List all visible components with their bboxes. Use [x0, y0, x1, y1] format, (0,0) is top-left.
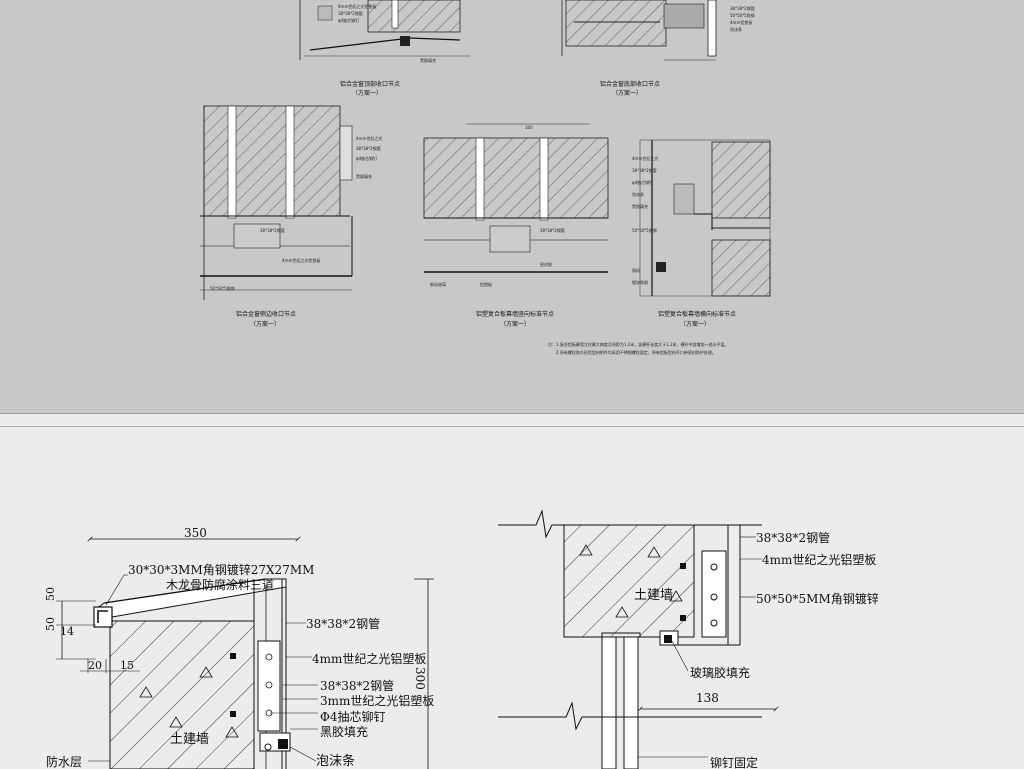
detail-window-side: 4mm世纪之光 38*38*2钢管 φ4抽芯铆钉 黑胶填充 38*38*2钢管 … — [200, 105, 382, 328]
svg-text:4mm世纪之光铝塑板: 4mm世纪之光铝塑板 — [338, 3, 376, 9]
detail-window-bottom: 38*38*2钢管 50*50*5角钢 4mm铝塑板 泡沫条 铝合金窗底部收口节… — [561, 0, 755, 97]
label-panel-4mm: 4mm世纪之光铝塑板 — [312, 651, 426, 666]
svg-text:φ4抽芯铆钉: φ4抽芯铆钉 — [356, 155, 377, 161]
svg-text:角码: 角码 — [632, 267, 640, 273]
dim-20: 20 — [88, 659, 102, 672]
svg-text:φ4抽芯铆钉: φ4抽芯铆钉 — [632, 179, 653, 185]
bottom-sheet-drawing: 350 300 土建墙 — [44, 509, 879, 769]
detail-sheet-top: 4mm世纪之光铝塑板 38*38*2钢管 φ4抽芯铆钉 黑胶填充 铝合金窗顶部收… — [0, 0, 1024, 414]
svg-text:钢化玻璃: 钢化玻璃 — [430, 281, 446, 287]
label-rivet: Φ4抽芯铆钉 — [320, 709, 385, 724]
label-wall-right: 土建墙 — [634, 588, 673, 603]
dim-138: 138 — [696, 691, 719, 705]
label-steel-pipe-2: 38*38*2钢管 — [320, 678, 394, 693]
svg-text:黑胶填充: 黑胶填充 — [356, 173, 372, 179]
notes: 注：1.复合铝板幕墙立柱最大跨度及间距为1.2米，竖横杆长度大于1.2米，横杆中… — [548, 341, 729, 355]
caption-panel-horizontal: 铝塑复合板幕墙横向标准节点 — [658, 310, 736, 318]
note-1: 注：1.复合铝板幕墙立柱最大跨度及间距为1.2米，竖横杆长度大于1.2米，横杆中… — [548, 341, 729, 347]
dim-50-bottom: 50 — [44, 617, 57, 631]
dim-100: 100 — [525, 125, 533, 130]
label-foam-strip: 泡沫条 — [316, 753, 355, 769]
label-glass-glue: 玻璃胶填充 — [690, 665, 750, 680]
svg-text:38*38*2钢管: 38*38*2钢管 — [730, 5, 755, 11]
svg-text:4mm世纪之光铝塑板: 4mm世纪之光铝塑板 — [282, 257, 320, 263]
label-panel-4mm-right: 4mm世纪之光铝塑板 — [762, 552, 876, 567]
label-wall-left: 土建墙 — [170, 732, 209, 747]
svg-text:38*38*2钢管: 38*38*2钢管 — [338, 10, 363, 16]
label-angle-steel: 30*30*3MM角钢镀锌27X27MM — [128, 563, 314, 577]
svg-text:泡沫条: 泡沫条 — [632, 191, 644, 197]
detail-panel-vertical: 100 钢化玻璃 铝塑板 密封胶 38*38*2钢管 铝塑复合板幕墙竖向标准节点… — [423, 123, 609, 328]
label-waterproof: 防水层 — [46, 754, 82, 769]
caption-window-bottom: 铝合金窗底部收口节点 — [600, 80, 660, 88]
svg-text:38*38*2钢管: 38*38*2钢管 — [632, 167, 657, 173]
svg-text:50*50*5角钢: 50*50*5角钢 — [632, 227, 657, 233]
detail-sheet-bottom: 350 300 土建墙 — [0, 426, 1024, 769]
caption-scheme-5: （方案一） — [680, 320, 710, 328]
svg-text:泡沫条: 泡沫条 — [730, 26, 742, 32]
detail-panel-horizontal: 4mm世纪之光 38*38*2钢管 φ4抽芯铆钉 泡沫条 黑胶填充 50*50*… — [632, 139, 771, 328]
caption-window-top: 铝合金窗顶部收口节点 — [340, 80, 400, 88]
caption-scheme-1: （方案一） — [352, 89, 382, 97]
svg-text:黑胶填充: 黑胶填充 — [420, 57, 436, 63]
dim-300: 300 — [413, 667, 427, 690]
detail-window-top: 4mm世纪之光铝塑板 38*38*2钢管 φ4抽芯铆钉 黑胶填充 铝合金窗顶部收… — [299, 0, 470, 97]
label-steel-pipe: 38*38*2钢管 — [306, 616, 380, 631]
caption-window-side: 铝合金窗侧边收口节点 — [236, 310, 296, 318]
svg-text:镀锌角钢: 镀锌角钢 — [632, 279, 648, 285]
svg-text:φ4抽芯铆钉: φ4抽芯铆钉 — [338, 17, 359, 23]
caption-scheme-2: （方案一） — [612, 89, 642, 97]
svg-text:4mm世纪之光: 4mm世纪之光 — [356, 135, 382, 141]
svg-text:铝塑板: 铝塑板 — [480, 281, 492, 287]
svg-text:密封胶: 密封胶 — [540, 261, 552, 267]
label-steel-pipe-right: 38*38*2钢管 — [756, 530, 830, 545]
dim-350: 350 — [184, 526, 207, 540]
label-rivet-fix: 铆钉固定 — [710, 755, 758, 769]
dim-15: 15 — [120, 659, 134, 672]
top-sheet-drawing: 4mm世纪之光铝塑板 38*38*2钢管 φ4抽芯铆钉 黑胶填充 铝合金窗顶部收… — [200, 0, 771, 355]
note-2: 2.所有螺栓和方形铝型材附件均采用不锈钢螺栓固定，所有铝板型材开口带密封防护处理… — [556, 349, 716, 355]
svg-text:4mm世纪之光: 4mm世纪之光 — [632, 155, 658, 161]
caption-scheme-3: （方案一） — [250, 320, 280, 328]
caption-panel-vertical: 铝塑复合板幕墙竖向标准节点 — [476, 310, 554, 318]
svg-text:38*38*2钢管: 38*38*2钢管 — [260, 227, 285, 233]
label-black-glue: 黑胶填充 — [320, 724, 368, 739]
svg-text:4mm铝塑板: 4mm铝塑板 — [730, 19, 752, 25]
label-angle-steel-right: 50*50*5MM角钢镀锌 — [756, 592, 879, 606]
dim-14: 14 — [60, 625, 74, 638]
detail-left-enlarged: 350 300 土建墙 — [44, 526, 434, 769]
svg-text:50*50*5角钢: 50*50*5角钢 — [730, 12, 755, 18]
dim-50-top: 50 — [44, 587, 57, 601]
svg-text:黑胶填充: 黑胶填充 — [632, 203, 648, 209]
label-wood-keel: 木龙骨防腐涂料三道 — [166, 577, 274, 592]
svg-text:38*38*2钢管: 38*38*2钢管 — [356, 145, 381, 151]
label-panel-3mm: 3mm世纪之光铝塑板 — [320, 693, 434, 708]
detail-right-enlarged: 土建墙 138 38*38*2钢管 4mm世纪之光铝塑板 50*50*5MM角钢… — [498, 509, 879, 769]
svg-text:38*38*2钢管: 38*38*2钢管 — [540, 227, 565, 233]
svg-text:50*50*5角钢: 50*50*5角钢 — [210, 285, 235, 291]
caption-scheme-4: （方案一） — [500, 320, 530, 328]
